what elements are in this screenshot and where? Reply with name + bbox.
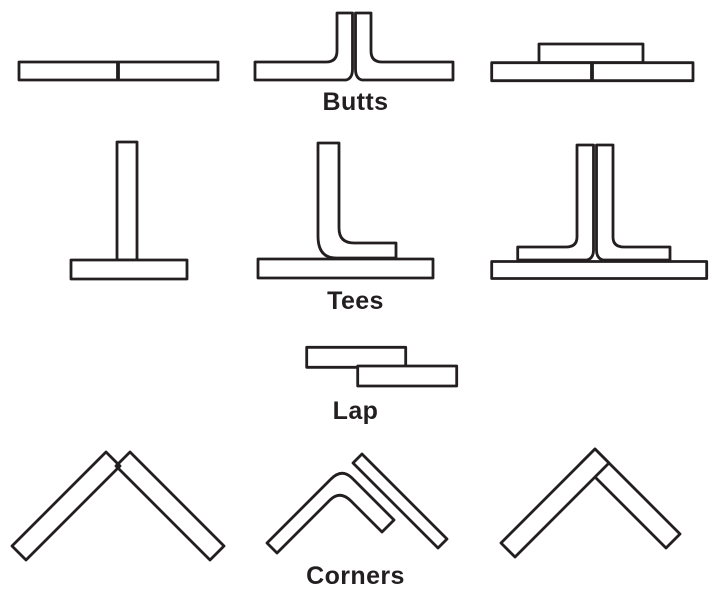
tees-section-label: Tees	[327, 287, 384, 315]
closed-corner-joint-figure	[499, 447, 682, 559]
corners-section-label: Corners	[306, 562, 405, 590]
open-corner-joint-figure	[10, 450, 226, 562]
angle-tee-joint-figure	[256, 141, 435, 280]
butts-section-label: Butts	[322, 88, 389, 116]
tee-butt-joint-figure	[253, 11, 455, 82]
double-angle-tee-joint-figure	[490, 143, 709, 280]
lapped-corner-joint-figure	[265, 452, 449, 555]
flush-butt-joint-figure	[17, 60, 220, 82]
strapped-butt-joint-figure	[490, 42, 695, 83]
lap-joint-figure	[305, 345, 459, 388]
lap-section-label: Lap	[332, 397, 379, 425]
plain-tee-joint-figure	[69, 140, 189, 281]
